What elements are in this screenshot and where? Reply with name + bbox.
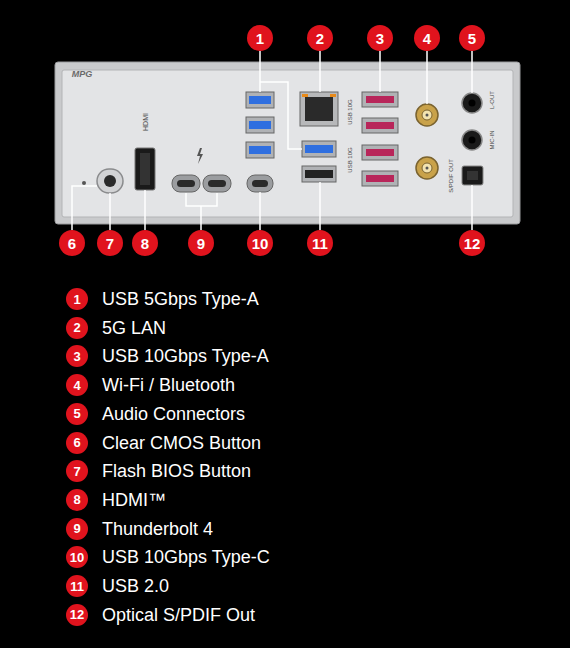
lan-port [300, 92, 338, 126]
callout-number: 12 [464, 236, 481, 251]
callout-number: 6 [68, 236, 76, 251]
callout-circle: 8 [132, 230, 158, 256]
port-description: Audio Connectors [102, 403, 245, 424]
port-description: Thunderbolt 4 [102, 518, 213, 539]
port-marking: USB 10G [347, 147, 353, 172]
legend-item: 10USB 10Gbps Type-C [66, 546, 88, 568]
callout-circle: 2 [307, 25, 333, 51]
callout-number: 7 [73, 465, 80, 478]
port-description: USB 10Gbps Type-C [102, 547, 270, 568]
callout-number: 7 [106, 236, 114, 251]
optical-port [462, 166, 483, 185]
port-marking: S/PDIF OUT [448, 159, 454, 193]
callout-circle: 10 [247, 230, 273, 256]
port-description: Flash BIOS Button [102, 461, 251, 482]
port-description: Optical S/PDIF Out [102, 604, 255, 625]
legend-item: 11USB 2.0 [66, 575, 88, 597]
callout-number: 2 [73, 321, 80, 334]
legend-item: 5Audio Connectors [66, 403, 88, 425]
buttons [82, 169, 123, 193]
usb-10g-ports [362, 92, 398, 186]
callout-number: 9 [73, 522, 80, 535]
port-description: Clear CMOS Button [102, 432, 261, 453]
legend-item: 12Optical S/PDIF Out [66, 604, 88, 626]
usb-2-port [302, 166, 336, 182]
thunderbolt-ports [172, 148, 231, 192]
callout-circle: 7 [97, 230, 123, 256]
legend-item: 1USB 5Gbps Type-A [66, 288, 88, 310]
port-marking: HDMI [142, 113, 149, 131]
callout-number: 9 [197, 236, 205, 251]
callout-circle: 1 [247, 25, 273, 51]
callout-number: 11 [312, 236, 328, 251]
callout-circle: 4 [414, 25, 440, 51]
port-description: 5G LAN [102, 317, 166, 338]
callout-number: 12 [70, 608, 84, 621]
legend-item: 25G LAN [66, 317, 88, 339]
legend-item: 6Clear CMOS Button [66, 432, 88, 454]
callout-number: 10 [252, 236, 269, 251]
port-description: Wi-Fi / Bluetooth [102, 375, 235, 396]
callout-number: 6 [73, 436, 80, 449]
port-marking: MIC-IN [489, 131, 495, 150]
callout-number: 11 [70, 580, 84, 593]
usb-c-port [247, 175, 273, 192]
callout-circle: 3 [367, 25, 393, 51]
legend-item: 3USB 10Gbps Type-A [66, 345, 88, 367]
brand-logo: MPG [72, 70, 93, 79]
callout-number: 8 [73, 493, 80, 506]
callout-number: 3 [73, 350, 80, 363]
antenna-connectors [416, 104, 438, 179]
port-description: USB 10Gbps Type-A [102, 346, 269, 367]
callout-circle: 6 [59, 230, 85, 256]
callout-number: 8 [141, 236, 149, 251]
callout-number: 3 [376, 31, 384, 46]
port-description: HDMI™ [102, 489, 166, 510]
hdmi-port [135, 148, 155, 190]
audio-jacks [462, 93, 482, 150]
port-description: USB 5Gbps Type-A [102, 289, 259, 310]
callout-number: 4 [423, 31, 431, 46]
legend-item: 9Thunderbolt 4 [66, 518, 88, 540]
callout-circle: 5 [459, 25, 485, 51]
callout-circle: 9 [188, 230, 214, 256]
callout-number: 1 [256, 31, 264, 46]
callout-number: 10 [70, 551, 84, 564]
callout-circle: 12 [459, 230, 485, 256]
leader-lines [72, 51, 472, 230]
callout-number: 4 [73, 379, 80, 392]
legend-item: 8HDMI™ [66, 489, 88, 511]
callout-number: 2 [316, 31, 324, 46]
port-marking: L-OUT [489, 91, 495, 109]
port-description: USB 2.0 [102, 576, 169, 597]
legend-item: 4Wi-Fi / Bluetooth [66, 374, 88, 396]
port-marking: USB 10G [347, 99, 353, 124]
callout-number: 5 [468, 31, 476, 46]
legend-item: 7Flash BIOS Button [66, 460, 88, 482]
callout-circle: 11 [307, 230, 333, 256]
callout-number: 1 [73, 293, 80, 306]
callout-number: 5 [73, 407, 80, 420]
